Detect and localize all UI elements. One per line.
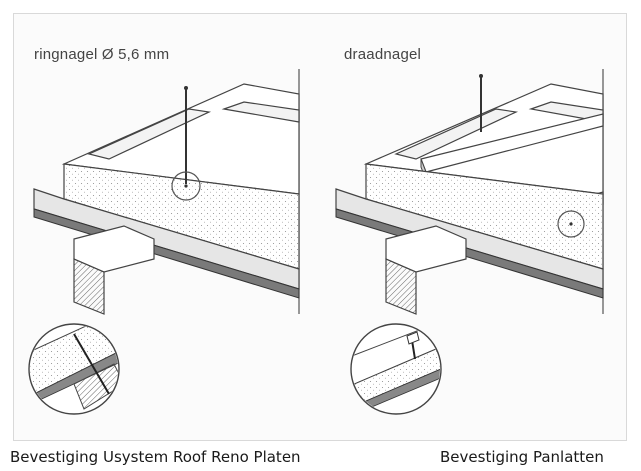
- roof-section-drawing-right: [335, 69, 604, 415]
- bottom-sheet: [335, 188, 604, 290]
- rafter-end: [385, 258, 417, 315]
- caption-left: Bevestiging Usystem Roof Reno Platen: [10, 448, 301, 466]
- label-ringnagel: ringnagel Ø 5,6 mm: [34, 46, 170, 63]
- rafter-end: [73, 258, 105, 315]
- roof-section-drawing-left: [28, 69, 300, 415]
- panel-ringnagel: ringnagel Ø 5,6 mm: [14, 14, 321, 440]
- nail-detail-marker: [557, 210, 585, 238]
- figure-frame: ringnagel Ø 5,6 mm: [13, 13, 627, 441]
- panel-draadnagel: draadnagel: [321, 14, 628, 440]
- counter-batten-2: [528, 101, 604, 123]
- caption-right: Bevestiging Panlatten: [440, 448, 604, 466]
- counter-batten-1: [394, 108, 519, 160]
- nail-detail-marker: [171, 171, 201, 201]
- label-draadnagel: draadnagel: [344, 46, 422, 63]
- bottom-sheet: [33, 188, 300, 290]
- batten-top-2: [221, 101, 300, 123]
- batten-top-1: [87, 108, 212, 160]
- bottom-sheet-edge: [33, 208, 300, 299]
- bottom-sheet-edge: [335, 208, 604, 299]
